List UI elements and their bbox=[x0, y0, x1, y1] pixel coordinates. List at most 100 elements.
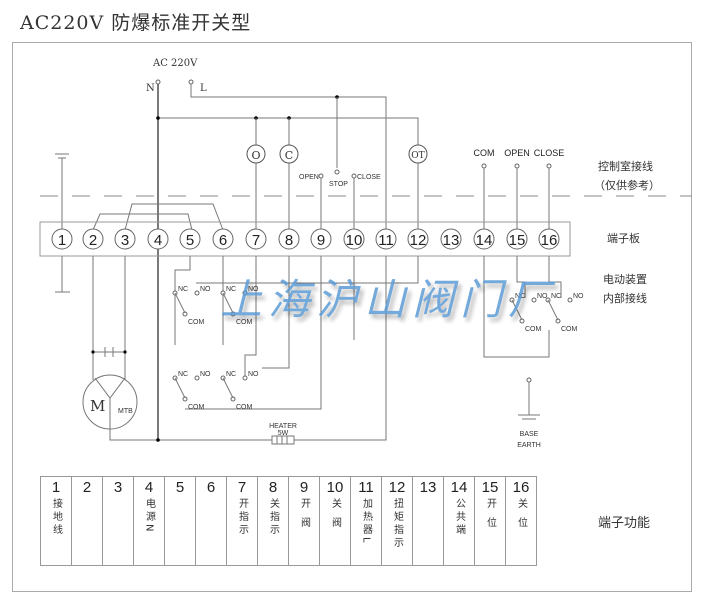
motor-feed-wires bbox=[92, 256, 126, 380]
diagram-frame bbox=[12, 42, 692, 592]
terminal-4: 4 bbox=[147, 228, 169, 250]
function-description: 电源N bbox=[143, 498, 155, 535]
return-wire bbox=[109, 256, 387, 441]
svg-text:OPEN: OPEN bbox=[504, 148, 530, 158]
svg-text:NO: NO bbox=[573, 293, 584, 300]
terminal-12: 12 bbox=[407, 228, 429, 250]
svg-text:3: 3 bbox=[121, 232, 129, 249]
function-cell-12: 12 扭矩指示 bbox=[381, 476, 413, 566]
svg-text:NO: NO bbox=[248, 286, 259, 293]
function-number: 16 bbox=[512, 479, 530, 496]
function-number: 2 bbox=[82, 479, 92, 496]
svg-text:MTB: MTB bbox=[118, 408, 133, 415]
function-description: 开 阀 bbox=[298, 498, 310, 531]
svg-text:5W: 5W bbox=[278, 430, 289, 437]
terminal-8: 8 bbox=[278, 228, 300, 250]
svg-text:COM: COM bbox=[236, 319, 253, 326]
svg-text:OT: OT bbox=[411, 151, 424, 161]
svg-text:NO: NO bbox=[537, 293, 548, 300]
svg-text:COM: COM bbox=[525, 326, 542, 333]
motor: M MTB bbox=[82, 374, 138, 430]
close-indicator: C bbox=[279, 118, 299, 230]
svg-text:NC: NC bbox=[226, 286, 236, 293]
svg-text:COM: COM bbox=[188, 404, 205, 411]
terminal-13: 13 bbox=[440, 228, 462, 250]
function-cell-1: 1 接地线 bbox=[40, 476, 72, 566]
svg-text:6: 6 bbox=[219, 232, 227, 249]
internal-label-1: 电动装置 bbox=[603, 273, 647, 286]
svg-text:STOP: STOP bbox=[329, 181, 348, 188]
svg-text:NC: NC bbox=[178, 286, 188, 293]
function-description: 开 位 bbox=[484, 498, 496, 531]
function-number: 9 bbox=[299, 479, 309, 496]
neutral-label: N bbox=[146, 83, 155, 94]
svg-text:15: 15 bbox=[509, 232, 526, 249]
function-number: 12 bbox=[388, 479, 406, 496]
svg-text:M: M bbox=[90, 397, 105, 415]
function-number: 5 bbox=[175, 479, 185, 496]
svg-text:7: 7 bbox=[252, 232, 260, 249]
function-cell-3: 3 bbox=[102, 476, 134, 566]
svg-text:CLOSE: CLOSE bbox=[357, 174, 381, 181]
capacitor bbox=[93, 347, 125, 357]
svg-text:C: C bbox=[285, 149, 293, 162]
svg-text:11: 11 bbox=[378, 232, 394, 249]
live-label: L bbox=[200, 83, 207, 94]
control-room-label: 控制室接线 bbox=[598, 159, 653, 173]
heater: HEATER 5W bbox=[269, 423, 297, 445]
function-number: 11 bbox=[358, 479, 374, 496]
function-description: 加热器L bbox=[360, 498, 372, 546]
terminal-6: 6 bbox=[212, 228, 234, 250]
terminal-2: 2 bbox=[82, 228, 104, 250]
function-number: 3 bbox=[113, 479, 123, 496]
terminal-5: 5 bbox=[179, 228, 201, 250]
function-cell-6: 6 bbox=[195, 476, 227, 566]
svg-text:13: 13 bbox=[443, 232, 460, 249]
svg-text:NO: NO bbox=[248, 371, 259, 378]
svg-text:1: 1 bbox=[58, 232, 66, 249]
function-description: 公共端 bbox=[453, 498, 465, 537]
terminal-1: 1 bbox=[51, 228, 73, 250]
svg-text:EARTH: EARTH bbox=[517, 442, 541, 449]
svg-text:COM: COM bbox=[236, 404, 253, 411]
terminal-11: 11 bbox=[375, 228, 397, 250]
diagram-title: AC220V 防爆标准开关型 bbox=[20, 12, 252, 34]
function-number: 1 bbox=[51, 479, 61, 496]
terminal-function-label: 端子功能 bbox=[598, 516, 651, 531]
function-number: 13 bbox=[419, 479, 437, 496]
function-description: 接地线 bbox=[50, 498, 62, 537]
limit-switch: NC NO COM bbox=[172, 286, 211, 326]
svg-text:10: 10 bbox=[346, 232, 363, 249]
function-description: 开指示 bbox=[236, 498, 248, 537]
limit-switch: NC NO COM bbox=[220, 286, 259, 326]
terminal-9: 9 bbox=[310, 228, 332, 250]
remote-signals: COM OPEN CLOSE bbox=[474, 148, 564, 230]
svg-text:NC: NC bbox=[551, 293, 561, 300]
terminal-14: 14 bbox=[473, 228, 495, 250]
torque-indicator: OT bbox=[408, 118, 428, 230]
svg-text:9: 9 bbox=[317, 232, 325, 249]
svg-text:NC: NC bbox=[515, 293, 525, 300]
function-cell-5: 5 bbox=[164, 476, 196, 566]
internal-label-2: 内部接线 bbox=[603, 291, 647, 305]
live-bus bbox=[190, 84, 387, 230]
function-number: 15 bbox=[481, 479, 499, 496]
svg-text:NO: NO bbox=[200, 371, 211, 378]
open-indicator: O bbox=[246, 118, 266, 230]
function-description: 关指示 bbox=[267, 498, 279, 537]
svg-text:NC: NC bbox=[178, 371, 188, 378]
svg-text:16: 16 bbox=[541, 232, 558, 249]
svg-text:5: 5 bbox=[186, 232, 194, 249]
base-earth: BASE EARTH bbox=[517, 377, 541, 449]
function-number: 6 bbox=[206, 479, 216, 496]
function-cell-15: 15 开 位 bbox=[474, 476, 506, 566]
power-label: AC 220V bbox=[152, 58, 198, 69]
svg-text:COM: COM bbox=[188, 319, 205, 326]
function-description: 扭矩指示 bbox=[391, 498, 403, 550]
svg-text:HEATER: HEATER bbox=[269, 423, 297, 430]
watermark: 上海沪山阀门厂 bbox=[220, 275, 557, 324]
svg-text:COM: COM bbox=[561, 326, 578, 333]
